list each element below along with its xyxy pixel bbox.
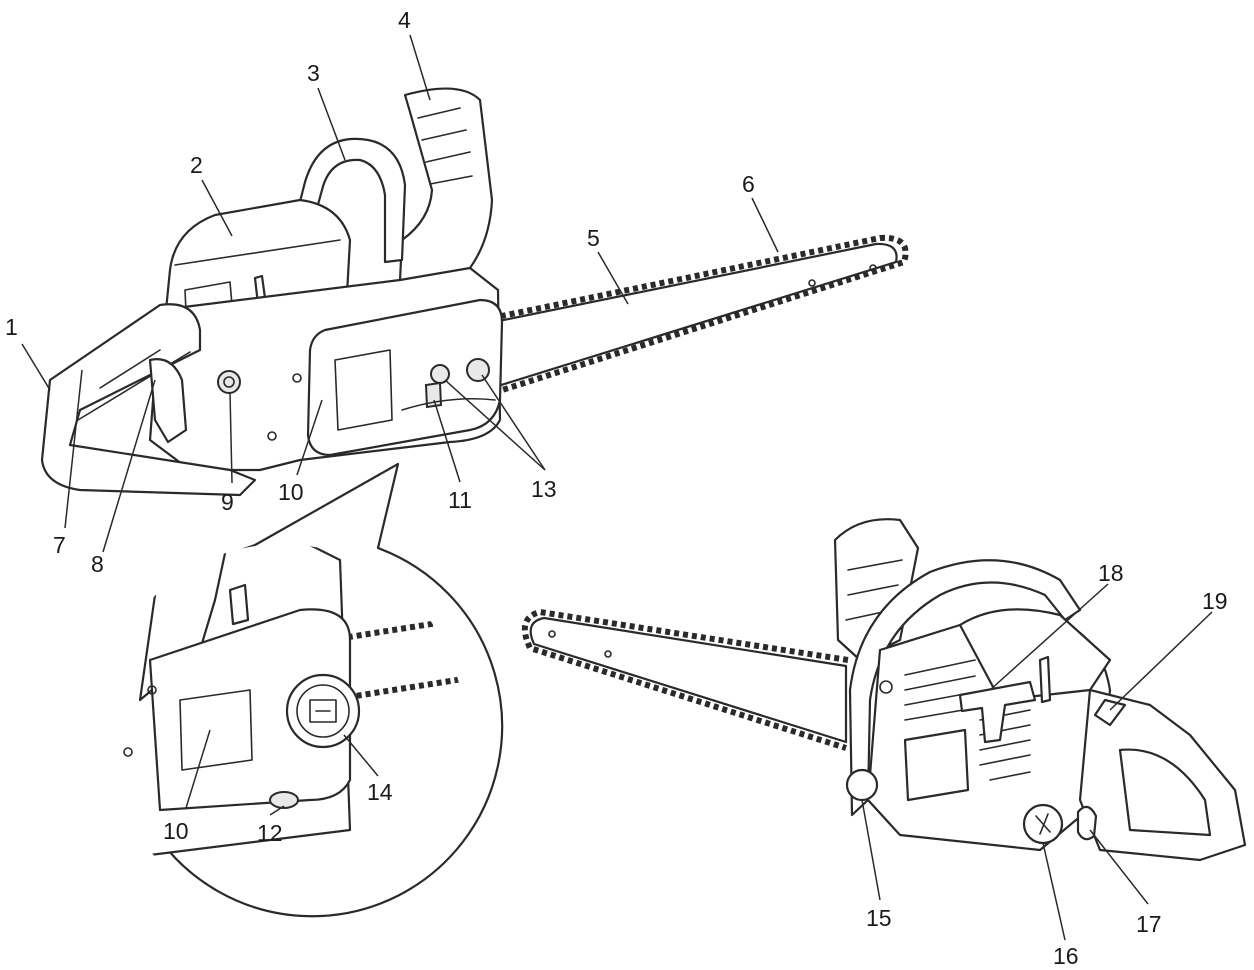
- callout-12: 12: [257, 820, 283, 846]
- rear-handle-grip: [40, 303, 257, 497]
- callout-13: 13: [531, 476, 557, 502]
- sprocket-cover: [306, 298, 504, 457]
- callout-10: 10: [278, 479, 304, 505]
- callout-16: 16: [1053, 943, 1079, 969]
- guide-bar-bottom: [521, 608, 849, 751]
- callout-9: 9: [221, 489, 234, 515]
- callout-15: 15: [866, 905, 892, 931]
- callout-8: 8: [91, 551, 104, 577]
- callout-5: 5: [587, 225, 600, 251]
- callout-6: 6: [742, 171, 755, 197]
- callout-11: 11: [448, 487, 472, 513]
- callout-19: 19: [1202, 588, 1228, 614]
- starter-grip: [958, 680, 1037, 744]
- rear-hand-guard: [398, 87, 494, 292]
- callout-3: 3: [307, 60, 320, 86]
- callout-14: 14: [367, 779, 393, 805]
- callout-18: 18: [1098, 560, 1124, 586]
- guide-bar-top: [491, 234, 909, 395]
- callout-labels: 1 2 3 4 5 6 7 8 9 10 11 13 10 12 14 15 1…: [5, 7, 1228, 969]
- callout-7: 7: [53, 532, 66, 558]
- detail-magnifier: [100, 462, 504, 918]
- callout-4: 4: [398, 7, 411, 33]
- callout-1: 1: [5, 314, 18, 340]
- callout-17: 17: [1136, 911, 1162, 937]
- callout-2: 2: [190, 152, 203, 178]
- leader-lines: [21, 34, 1213, 941]
- bar-nut: [269, 791, 299, 809]
- choke-knob: [217, 370, 241, 394]
- chainsaw-right-view: [521, 518, 1247, 862]
- callout-10-detail: 10: [163, 818, 189, 844]
- chainsaw-left-view: [40, 87, 909, 497]
